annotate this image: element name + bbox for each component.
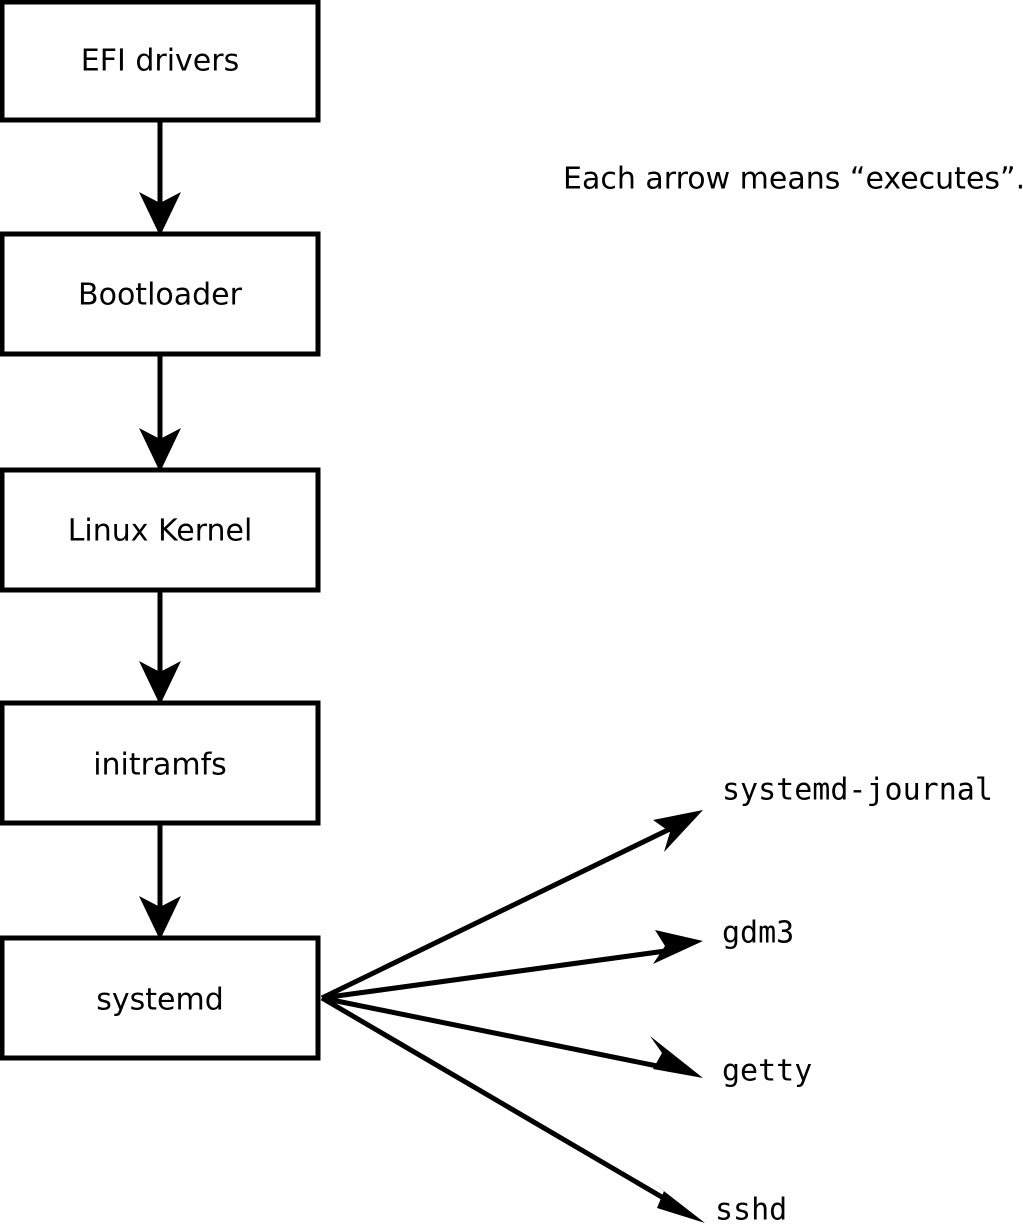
- node-label: Bootloader: [78, 278, 243, 313]
- node-box: [0, 467, 321, 593]
- edge-systemd-to-gdm3: [321, 930, 703, 1001]
- process-label-sshd: sshd: [715, 1193, 787, 1228]
- node-initramfs[interactable]: initramfs: [0, 700, 321, 826]
- arrowhead-icon: [650, 1036, 703, 1078]
- arrowhead-down-icon: [139, 661, 181, 705]
- node-box: [0, 231, 321, 357]
- node-bootloader[interactable]: Bootloader: [0, 231, 321, 357]
- node-box: [0, 935, 321, 1061]
- edge-shaft: [320, 824, 676, 1001]
- arrowhead-down-icon: [139, 428, 181, 472]
- process-label-getty: getty: [722, 1054, 812, 1089]
- process-label-systemd-journal: systemd-journal: [722, 773, 993, 808]
- arrowhead-down-icon: [139, 192, 181, 236]
- node-label: systemd: [96, 983, 224, 1018]
- node-box: [0, 700, 321, 826]
- node-efi-drivers[interactable]: EFI drivers: [0, 0, 321, 123]
- process-label-gdm3: gdm3: [722, 916, 794, 951]
- node-label: Linux Kernel: [68, 514, 253, 549]
- node-linux-kernel[interactable]: Linux Kernel: [0, 467, 321, 593]
- edge-systemd-to-sshd: [320, 995, 705, 1223]
- edge-linux-kernel-to-initramfs: [139, 590, 181, 705]
- edge-bootloader-to-linux-kernel: [139, 354, 181, 472]
- arrowhead-icon: [647, 1178, 705, 1223]
- arrowhead-icon: [653, 810, 703, 852]
- edge-systemd-to-systemd-journal: [320, 810, 703, 1001]
- arrowhead-down-icon: [139, 896, 181, 940]
- edge-shaft: [321, 995, 673, 1072]
- edge-efi-to-bootloader: [139, 120, 181, 236]
- edge-systemd-to-getty: [321, 995, 703, 1078]
- node-systemd[interactable]: systemd: [0, 935, 321, 1061]
- node-label: initramfs: [93, 748, 227, 783]
- node-label: EFI drivers: [81, 44, 239, 79]
- edge-initramfs-to-systemd: [139, 823, 181, 940]
- legend-text: Each arrow means “executes”.: [563, 162, 1023, 197]
- node-box: [0, 0, 321, 123]
- edge-shaft: [321, 947, 674, 1001]
- arrowhead-icon: [653, 930, 703, 964]
- edge-shaft: [320, 995, 674, 1206]
